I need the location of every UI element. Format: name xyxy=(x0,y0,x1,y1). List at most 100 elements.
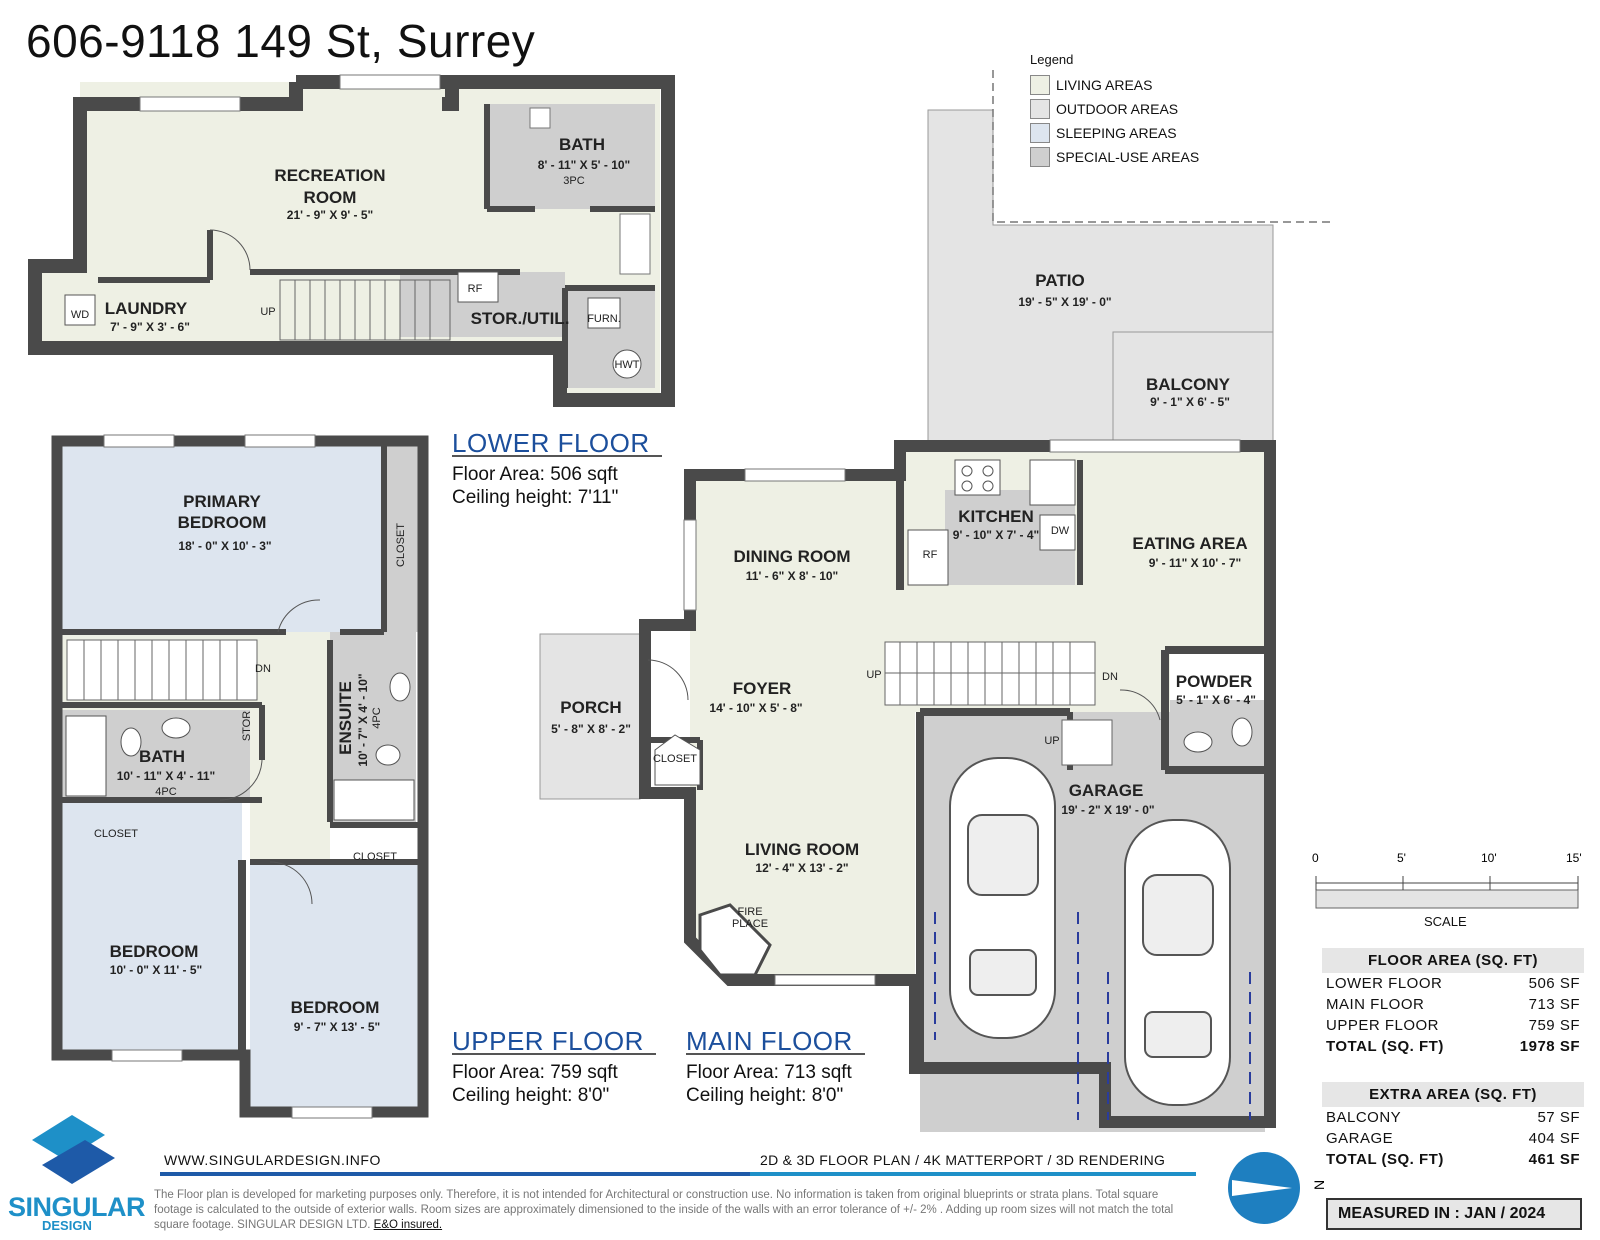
furnace-label: FURN. xyxy=(587,313,621,325)
scale-tick-15: 15' xyxy=(1566,851,1582,865)
eating-area-label: EATING AREA xyxy=(1132,534,1247,553)
upper-floor-heading: UPPER FLOOR xyxy=(452,1028,656,1055)
compass-icon: N xyxy=(1228,1152,1327,1224)
table-row: GARAGE 404 SF xyxy=(1322,1128,1584,1149)
scale-bar: 0 5' 10' 15' xyxy=(1312,851,1582,909)
foyer-dimensions: 14' - 10" X 5' - 8" xyxy=(709,701,802,715)
total-label: TOTAL (SQ. FT) xyxy=(1326,1151,1444,1168)
floor-area-table-header: FLOOR AREA (SQ. FT) xyxy=(1322,948,1584,973)
dishwasher-label: DW xyxy=(1051,525,1070,537)
patio-dimensions: 19' - 5" X 19' - 0" xyxy=(1018,295,1111,309)
garage-dimensions: 19' - 2" X 19' - 0" xyxy=(1061,803,1154,817)
lower-floor-heading: LOWER FLOOR xyxy=(452,430,662,457)
singular-design-logo-icon xyxy=(32,1115,115,1184)
scale-tick-0: 0 xyxy=(1312,851,1319,865)
upper-floor-area: Floor Area: 759 sqft xyxy=(452,1062,618,1083)
legend-item-outdoor: OUTDOOR AREAS xyxy=(1030,97,1199,121)
legend-title: Legend xyxy=(1030,52,1074,67)
scale-label: SCALE xyxy=(1424,914,1467,929)
upper-bath-dimensions: 10' - 11" X 4' - 11" xyxy=(117,769,215,783)
upper-storage-label: STOR xyxy=(241,711,253,741)
legend-item-special: SPECIAL-USE AREAS xyxy=(1030,145,1199,169)
brand-subtitle: DESIGN xyxy=(42,1218,92,1233)
lower-bath-type: 3PC xyxy=(563,175,584,187)
kitchen-label: KITCHEN xyxy=(958,507,1034,526)
recreation-room-label-1: RECREATION xyxy=(274,166,385,185)
scale-tick-5: 5' xyxy=(1397,851,1406,865)
compass-north-label: N xyxy=(1311,1180,1327,1190)
main-floor-area: Floor Area: 713 sqft xyxy=(686,1062,852,1083)
services-text: 2D & 3D FLOOR PLAN / 4K MATTERPORT / 3D … xyxy=(760,1152,1166,1168)
powder-dimensions: 5' - 1" X 6' - 4" xyxy=(1176,693,1256,707)
website-link[interactable]: WWW.SINGULARDESIGN.INFO xyxy=(164,1152,381,1168)
main-floor-heading: MAIN FLOOR xyxy=(686,1028,865,1055)
ensuite-label: ENSUITE xyxy=(336,681,355,755)
legend-swatch-sleeping xyxy=(1030,123,1050,143)
main-stairs-down-label: DN xyxy=(1102,671,1118,683)
measured-date-badge: MEASURED IN : JAN / 2024 xyxy=(1326,1198,1582,1230)
row-value: 713 SF xyxy=(1528,996,1580,1013)
hot-water-tank-label: HWT xyxy=(614,359,639,371)
lower-stairs-up-label: UP xyxy=(260,306,275,318)
brand-name: SINGULAR xyxy=(8,1192,146,1222)
dining-room-label: DINING ROOM xyxy=(733,547,850,566)
lower-floor-ceiling: Ceiling height: 7'11" xyxy=(452,487,619,508)
legend-swatch-living xyxy=(1030,75,1050,95)
total-label: TOTAL (SQ. FT) xyxy=(1326,1038,1444,1055)
living-room-dimensions: 12' - 4" X 13' - 2" xyxy=(755,861,848,875)
lower-floor-area: Floor Area: 506 sqft xyxy=(452,464,618,485)
bedroom-1-label: BEDROOM xyxy=(110,942,199,961)
scale-tick-10: 10' xyxy=(1481,851,1497,865)
bedroom-2-dimensions: 9' - 7" X 13' - 5" xyxy=(294,1020,380,1034)
row-label: BALCONY xyxy=(1326,1109,1402,1126)
extra-area-table-header: EXTRA AREA (SQ. FT) xyxy=(1322,1082,1584,1107)
legend-label-special: SPECIAL-USE AREAS xyxy=(1056,149,1200,165)
upper-floor-ceiling: Ceiling height: 8'0" xyxy=(452,1085,610,1106)
porch-dimensions: 5' - 8" X 8' - 2" xyxy=(551,722,631,736)
primary-bedroom-dimensions: 18' - 0" X 10' - 3" xyxy=(178,539,271,553)
car-icon xyxy=(949,757,1056,1039)
row-value: 506 SF xyxy=(1528,975,1580,992)
upper-stairs-down-label: DN xyxy=(255,663,271,675)
legend-item-living: LIVING AREAS xyxy=(1030,73,1199,97)
disclaimer: The Floor plan is developed for marketin… xyxy=(154,1188,1194,1233)
main-floor-info: MAIN FLOOR Floor Area: 713 sqft Ceiling … xyxy=(686,1028,865,1107)
foyer-closet-label: CLOSET xyxy=(653,753,697,765)
row-value: 57 SF xyxy=(1537,1109,1580,1126)
row-label: GARAGE xyxy=(1326,1130,1394,1147)
legend-swatch-special xyxy=(1030,147,1050,167)
floor-area-table: FLOOR AREA (SQ. FT) LOWER FLOOR 506 SF M… xyxy=(1322,948,1584,1057)
car-icon xyxy=(1124,819,1231,1106)
upper-floor-info: UPPER FLOOR Floor Area: 759 sqft Ceiling… xyxy=(452,1028,656,1107)
garage-stairs-up-label: UP xyxy=(1044,735,1059,747)
bedroom-2-label: BEDROOM xyxy=(291,998,380,1017)
row-label: LOWER FLOOR xyxy=(1326,975,1443,992)
bedroom-1-dimensions: 10' - 0" X 11' - 5" xyxy=(110,963,202,977)
bedroom2-closet-label: CLOSET xyxy=(353,851,397,863)
washer-dryer-label: WD xyxy=(71,309,89,321)
main-floor-ceiling: Ceiling height: 8'0" xyxy=(686,1085,844,1106)
living-room-label: LIVING ROOM xyxy=(745,840,859,859)
legend-label-sleeping: SLEEPING AREAS xyxy=(1056,125,1177,141)
garage-label: GARAGE xyxy=(1069,781,1144,800)
lower-floor-plan: RECREATION ROOM 21' - 9" X 9' - 5" BATH … xyxy=(28,74,675,407)
main-stairs-up-label: UP xyxy=(866,669,881,681)
recreation-room-label-2: ROOM xyxy=(304,188,357,207)
row-label: MAIN FLOOR xyxy=(1326,996,1425,1013)
row-label: UPPER FLOOR xyxy=(1326,1017,1440,1034)
ensuite-dimensions: 10' - 7" X 4' - 10" xyxy=(356,673,370,766)
row-value: 404 SF xyxy=(1528,1130,1580,1147)
lower-bath-label: BATH xyxy=(559,135,605,154)
foyer-label: FOYER xyxy=(733,679,792,698)
dining-room-dimensions: 11' - 6" X 8' - 10" xyxy=(746,569,838,583)
upper-bath-type: 4PC xyxy=(155,786,176,798)
legend: Legend LIVING AREAS OUTDOOR AREAS SLEEPI… xyxy=(1030,52,1199,169)
lower-floor-info: LOWER FLOOR Floor Area: 506 sqft Ceiling… xyxy=(452,430,662,509)
table-total-row: TOTAL (SQ. FT) 1978 SF xyxy=(1322,1036,1584,1057)
porch-label: PORCH xyxy=(560,698,621,717)
ensuite-type: 4PC xyxy=(371,707,383,728)
table-total-row: TOTAL (SQ. FT) 461 SF xyxy=(1322,1149,1584,1170)
lower-bath-dimensions: 8' - 11" X 5' - 10" xyxy=(538,158,630,172)
stor-util-label: STOR./UTIL. xyxy=(471,309,570,328)
